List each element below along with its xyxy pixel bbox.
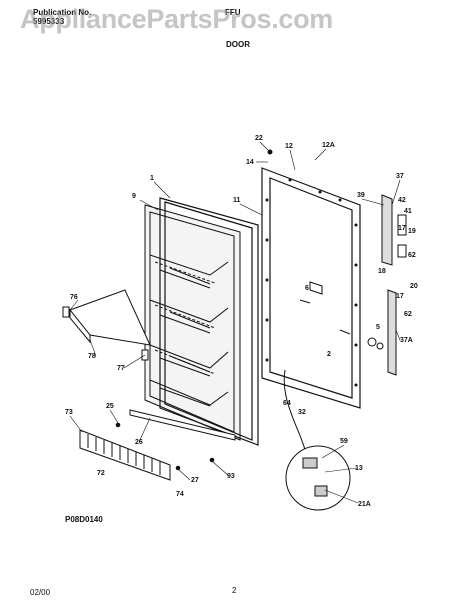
callout: 22 [255,135,263,142]
footer-page: 2 [232,586,237,595]
door-gasket [159,197,259,446]
callout: 25 [106,403,114,410]
callout: 20 [410,283,418,290]
callout: 74 [176,491,184,498]
callout: 32 [298,409,306,416]
callout: 72 [97,470,105,477]
loose-screws [115,149,273,471]
callout: 73 [65,409,73,416]
watermark: AppliancePartsPros.com [20,4,334,34]
callout: 12 [285,143,293,150]
callout: 37A [400,337,413,344]
wire-harness [283,369,306,451]
footer-date: 02/00 [30,588,51,597]
detail-circle [285,445,351,511]
callout: 5 [376,324,380,331]
callout: 14 [246,159,254,166]
door-liner [144,204,241,441]
callout: 76 [70,294,78,301]
callout: 77 [117,365,125,372]
callout: 41 [404,208,412,215]
callout: 13 [355,465,363,472]
callout: 37 [396,173,404,180]
callout: 26 [135,439,143,446]
callout: 11 [233,197,241,204]
diagram-code: P08D0140 [65,515,103,524]
callout: 21A [358,501,371,508]
callout: 17 [398,225,406,232]
model-number: FFU [225,8,241,17]
callout-labels: 22 12 12A 14 1 9 11 39 37 42 41 17 19 62… [65,135,418,508]
section-title: DOOR [226,40,250,49]
callout: 78 [88,353,96,360]
panel-screws [265,178,358,387]
callout: 62 [404,311,412,318]
leader-lines [69,141,401,504]
door-shelf-rack [62,289,151,361]
publication-number: 5995333 [33,17,65,26]
callout: 6 [305,285,309,292]
outer-door-panel [261,167,361,409]
callout: 39 [357,192,365,199]
callout: 9 [132,193,136,200]
callout: 1 [150,175,154,182]
callout: 18 [378,268,386,275]
callout: 19 [408,228,416,235]
callout: 42 [398,197,406,204]
callout: 27 [191,477,199,484]
bottom-trim-bar [129,409,236,441]
hinge-assembly [299,194,407,376]
callout: 17 [396,293,404,300]
publication-label: Publication No. [33,8,92,17]
callout: 93 [227,473,235,480]
callout: 64 [283,400,291,407]
callout: 2 [327,351,331,358]
callout: 62 [408,252,416,259]
callout: 59 [340,438,348,445]
callout: 12A [322,142,335,149]
kick-plate-grille [79,429,171,481]
